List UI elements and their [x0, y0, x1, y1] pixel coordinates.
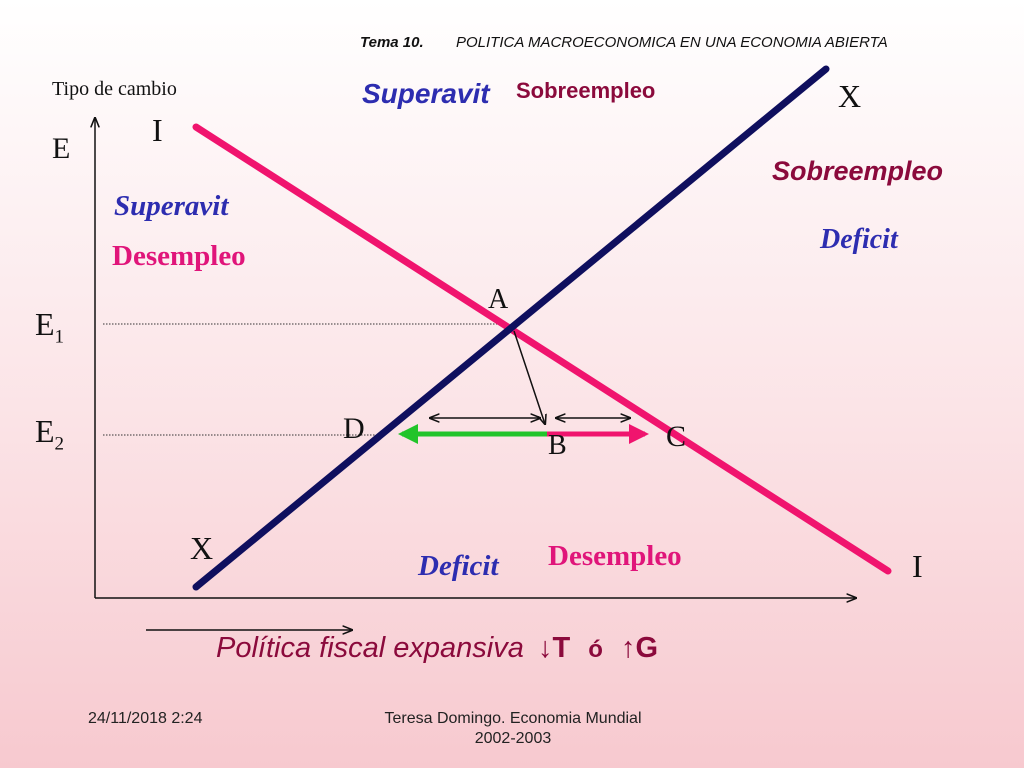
topic-label: Tema 10.: [360, 34, 424, 51]
slide-title: POLITICA MACROECONOMICA EN UNA ECONOMIA …: [456, 34, 888, 51]
footer-years-line: 2002-2003: [474, 730, 552, 747]
policy-or: ó: [588, 636, 603, 663]
point-c-label: C: [666, 420, 687, 453]
e2-base: E: [35, 413, 55, 449]
policy-spending: G: [635, 632, 659, 664]
point-b-label: B: [548, 430, 567, 461]
e1-base: E: [35, 306, 55, 342]
region-right-deficit: Deficit: [820, 224, 898, 255]
point-a-label: A: [488, 284, 509, 315]
a-to-b-arrow: [513, 330, 545, 424]
region-top-sobreempleo: Sobreempleo: [516, 78, 656, 103]
policy-statement: Política fiscal expansiva ↓T ó ↑G: [216, 632, 658, 665]
xx-curve-label-bottom: X: [190, 530, 214, 566]
increase-arrow-icon: ↑: [620, 632, 636, 664]
xx-curve-label-top: X: [838, 78, 862, 114]
region-left-superavit: Superavit: [114, 190, 229, 222]
point-d-label: D: [343, 412, 365, 445]
ii-curve-label-bottom: I: [912, 548, 923, 584]
footer-author-line: Teresa Domingo. Economia Mundial: [384, 710, 642, 727]
e1-subscript: 1: [54, 326, 65, 348]
region-top-superavit: Superavit: [362, 78, 490, 109]
y-axis-label: Tipo de cambio: [52, 78, 177, 100]
footer-date: 24/11/2018 2:24: [88, 710, 203, 727]
region-bottom-desempleo: Desempleo: [548, 540, 682, 572]
policy-tax: T: [552, 632, 571, 664]
policy-text: Política fiscal expansiva: [216, 632, 524, 664]
region-bottom-deficit: Deficit: [418, 550, 499, 582]
decrease-arrow-icon: ↓: [537, 632, 553, 664]
xx-curve: [192, 65, 830, 591]
footer-author: Teresa Domingo. Economia Mundial 2002-20…: [380, 710, 646, 748]
region-right-sobreempleo: Sobreempleo: [772, 156, 944, 186]
ii-curve: [192, 123, 892, 575]
e2-subscript: 2: [54, 433, 65, 455]
y-axis-symbol: E: [52, 132, 71, 165]
e2-label: E2: [35, 413, 64, 455]
ii-curve-label-top: I: [152, 112, 163, 148]
region-left-desempleo: Desempleo: [112, 240, 246, 272]
e1-label: E1: [35, 306, 64, 348]
